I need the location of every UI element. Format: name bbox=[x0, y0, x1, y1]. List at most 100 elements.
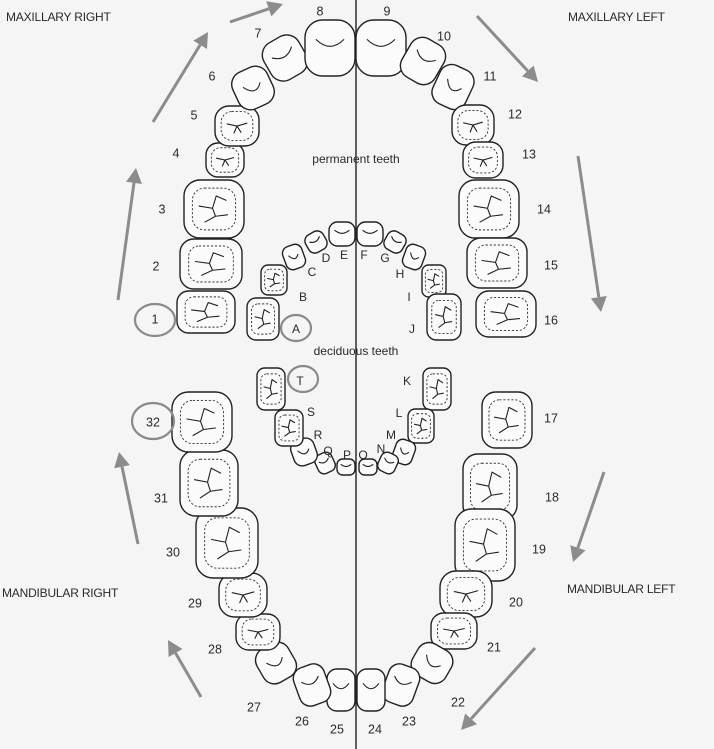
tooth-number-28: 28 bbox=[208, 642, 222, 656]
tooth-letter-K: K bbox=[403, 374, 411, 388]
tooth-2[interactable] bbox=[179, 238, 243, 290]
tooth-11[interactable] bbox=[428, 60, 478, 113]
tooth-16[interactable] bbox=[475, 290, 537, 338]
tooth-letter-O: O bbox=[358, 448, 367, 462]
tooth-A[interactable] bbox=[246, 297, 280, 341]
arrow-mandibular-left-lower bbox=[461, 646, 537, 730]
tooth-number-17: 17 bbox=[544, 411, 558, 425]
tooth-letter-M: M bbox=[386, 428, 396, 442]
tooth-number-9: 9 bbox=[384, 4, 391, 18]
tooth-F[interactable] bbox=[356, 221, 384, 247]
tooth-S[interactable] bbox=[274, 409, 304, 447]
tooth-26[interactable] bbox=[290, 661, 334, 710]
tooth-30[interactable] bbox=[195, 507, 259, 579]
tooth-E[interactable] bbox=[328, 221, 356, 247]
tooth-number-21: 21 bbox=[487, 640, 501, 654]
tooth-32[interactable] bbox=[171, 391, 233, 453]
tooth-21[interactable] bbox=[430, 612, 478, 650]
tooth-14[interactable] bbox=[458, 179, 520, 239]
tooth-P[interactable] bbox=[336, 458, 356, 476]
tooth-12[interactable] bbox=[451, 104, 495, 146]
tooth-1[interactable] bbox=[176, 290, 236, 334]
tooth-G[interactable] bbox=[381, 228, 408, 255]
tooth-number-26: 26 bbox=[295, 714, 309, 728]
tooth-20[interactable] bbox=[439, 570, 493, 618]
tooth-17[interactable] bbox=[481, 391, 533, 449]
tooth-D[interactable] bbox=[302, 228, 329, 255]
tooth-B[interactable] bbox=[260, 264, 288, 296]
tooth-letter-I: I bbox=[407, 290, 410, 304]
permanent-teeth bbox=[171, 19, 537, 712]
tooth-number-22: 22 bbox=[451, 695, 465, 709]
tooth-K[interactable] bbox=[422, 367, 452, 411]
tooth-number-29: 29 bbox=[188, 596, 202, 610]
tooth-6[interactable] bbox=[227, 62, 278, 114]
arrow-mandibular-right-upper bbox=[114, 452, 140, 545]
tooth-4[interactable] bbox=[205, 142, 245, 178]
tooth-number-23: 23 bbox=[402, 714, 416, 728]
tooth-number-1: 1 bbox=[152, 312, 159, 326]
tooth-number-6: 6 bbox=[209, 69, 216, 83]
tooth-letter-G: G bbox=[380, 251, 389, 265]
tooth-23[interactable] bbox=[379, 661, 423, 710]
tooth-number-30: 30 bbox=[166, 545, 180, 559]
tooth-Q[interactable] bbox=[313, 450, 338, 476]
tooth-number-25: 25 bbox=[330, 722, 344, 736]
arrow-maxillary-right-top bbox=[229, 1, 283, 24]
label-mandibular-right: MANDIBULAR RIGHT bbox=[2, 586, 119, 600]
arrow-maxillary-right-lower bbox=[116, 168, 142, 301]
tooth-J[interactable] bbox=[426, 293, 462, 341]
tooth-letter-B: B bbox=[299, 290, 307, 304]
tooth-28[interactable] bbox=[235, 613, 281, 651]
tooth-I[interactable] bbox=[421, 264, 447, 298]
tooth-number-19: 19 bbox=[532, 542, 546, 556]
tooth-10[interactable] bbox=[396, 32, 451, 89]
tooth-letter-N: N bbox=[377, 442, 386, 456]
tooth-7[interactable] bbox=[257, 30, 313, 86]
label-maxillary-left: MAXILLARY LEFT bbox=[568, 10, 666, 24]
tooth-H[interactable] bbox=[400, 242, 427, 271]
tooth-19[interactable] bbox=[454, 508, 516, 582]
tooth-L[interactable] bbox=[407, 408, 435, 444]
tooth-N[interactable] bbox=[376, 450, 401, 476]
deciduous-teeth bbox=[246, 221, 462, 476]
tooth-number-32: 32 bbox=[146, 415, 160, 429]
tooth-number-5: 5 bbox=[191, 108, 198, 122]
label-permanent-teeth: permanent teeth bbox=[312, 152, 399, 166]
tooth-22[interactable] bbox=[407, 638, 458, 688]
tooth-letter-P: P bbox=[343, 448, 351, 462]
tooth-9[interactable] bbox=[355, 19, 407, 77]
tooth-15[interactable] bbox=[466, 237, 528, 289]
tooth-number-2: 2 bbox=[153, 259, 160, 273]
tooth-24[interactable] bbox=[356, 668, 386, 712]
tooth-number-12: 12 bbox=[508, 107, 522, 121]
arrow-maxillary-left-side bbox=[576, 155, 607, 312]
tooth-8[interactable] bbox=[304, 19, 356, 77]
tooth-C[interactable] bbox=[280, 242, 307, 271]
arrow-mandibular-right-lower bbox=[168, 640, 203, 698]
tooth-letter-L: L bbox=[396, 406, 403, 420]
tooth-letter-T: T bbox=[296, 374, 304, 388]
tooth-T[interactable] bbox=[256, 367, 286, 411]
direction-arrows bbox=[114, 1, 607, 730]
tooth-number-13: 13 bbox=[522, 147, 536, 161]
tooth-letter-A: A bbox=[292, 322, 300, 336]
tooth-18[interactable] bbox=[462, 453, 518, 521]
label-maxillary-right: MAXILLARY RIGHT bbox=[6, 10, 111, 24]
tooth-number-16: 16 bbox=[544, 313, 558, 327]
tooth-number-10: 10 bbox=[437, 29, 451, 43]
tooth-3[interactable] bbox=[183, 179, 245, 239]
tooth-letter-R: R bbox=[314, 428, 323, 442]
tooth-letter-S: S bbox=[307, 405, 315, 419]
arrow-maxillary-left-top bbox=[475, 14, 538, 82]
tooth-O[interactable] bbox=[358, 458, 378, 476]
tooth-letter-C: C bbox=[308, 265, 317, 279]
tooth-number-7: 7 bbox=[255, 26, 262, 40]
tooth-31[interactable] bbox=[179, 449, 239, 517]
tooth-number-11: 11 bbox=[484, 69, 497, 83]
tooth-5[interactable] bbox=[214, 105, 260, 147]
tooth-29[interactable] bbox=[218, 572, 268, 618]
tooth-13[interactable] bbox=[462, 141, 504, 179]
